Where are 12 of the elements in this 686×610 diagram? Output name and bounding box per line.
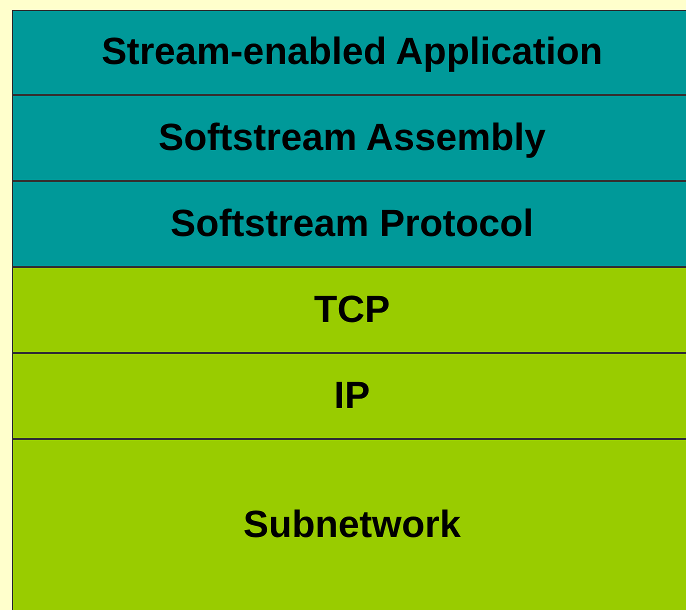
layer-box [12, 439, 686, 610]
layer-box [12, 181, 686, 267]
layer-box [12, 10, 686, 95]
layer-label: TCP [314, 288, 390, 332]
layer-box [12, 267, 686, 353]
layer-label: Stream-enabled Application [101, 31, 603, 74]
layer-box [12, 95, 686, 181]
layer-label: Subnetwork [243, 504, 461, 547]
layer-label: Softstream Assembly [158, 116, 546, 160]
layer-label: IP [334, 374, 370, 418]
layer-label: Softstream Protocol [170, 202, 534, 246]
layer-box [12, 353, 686, 439]
